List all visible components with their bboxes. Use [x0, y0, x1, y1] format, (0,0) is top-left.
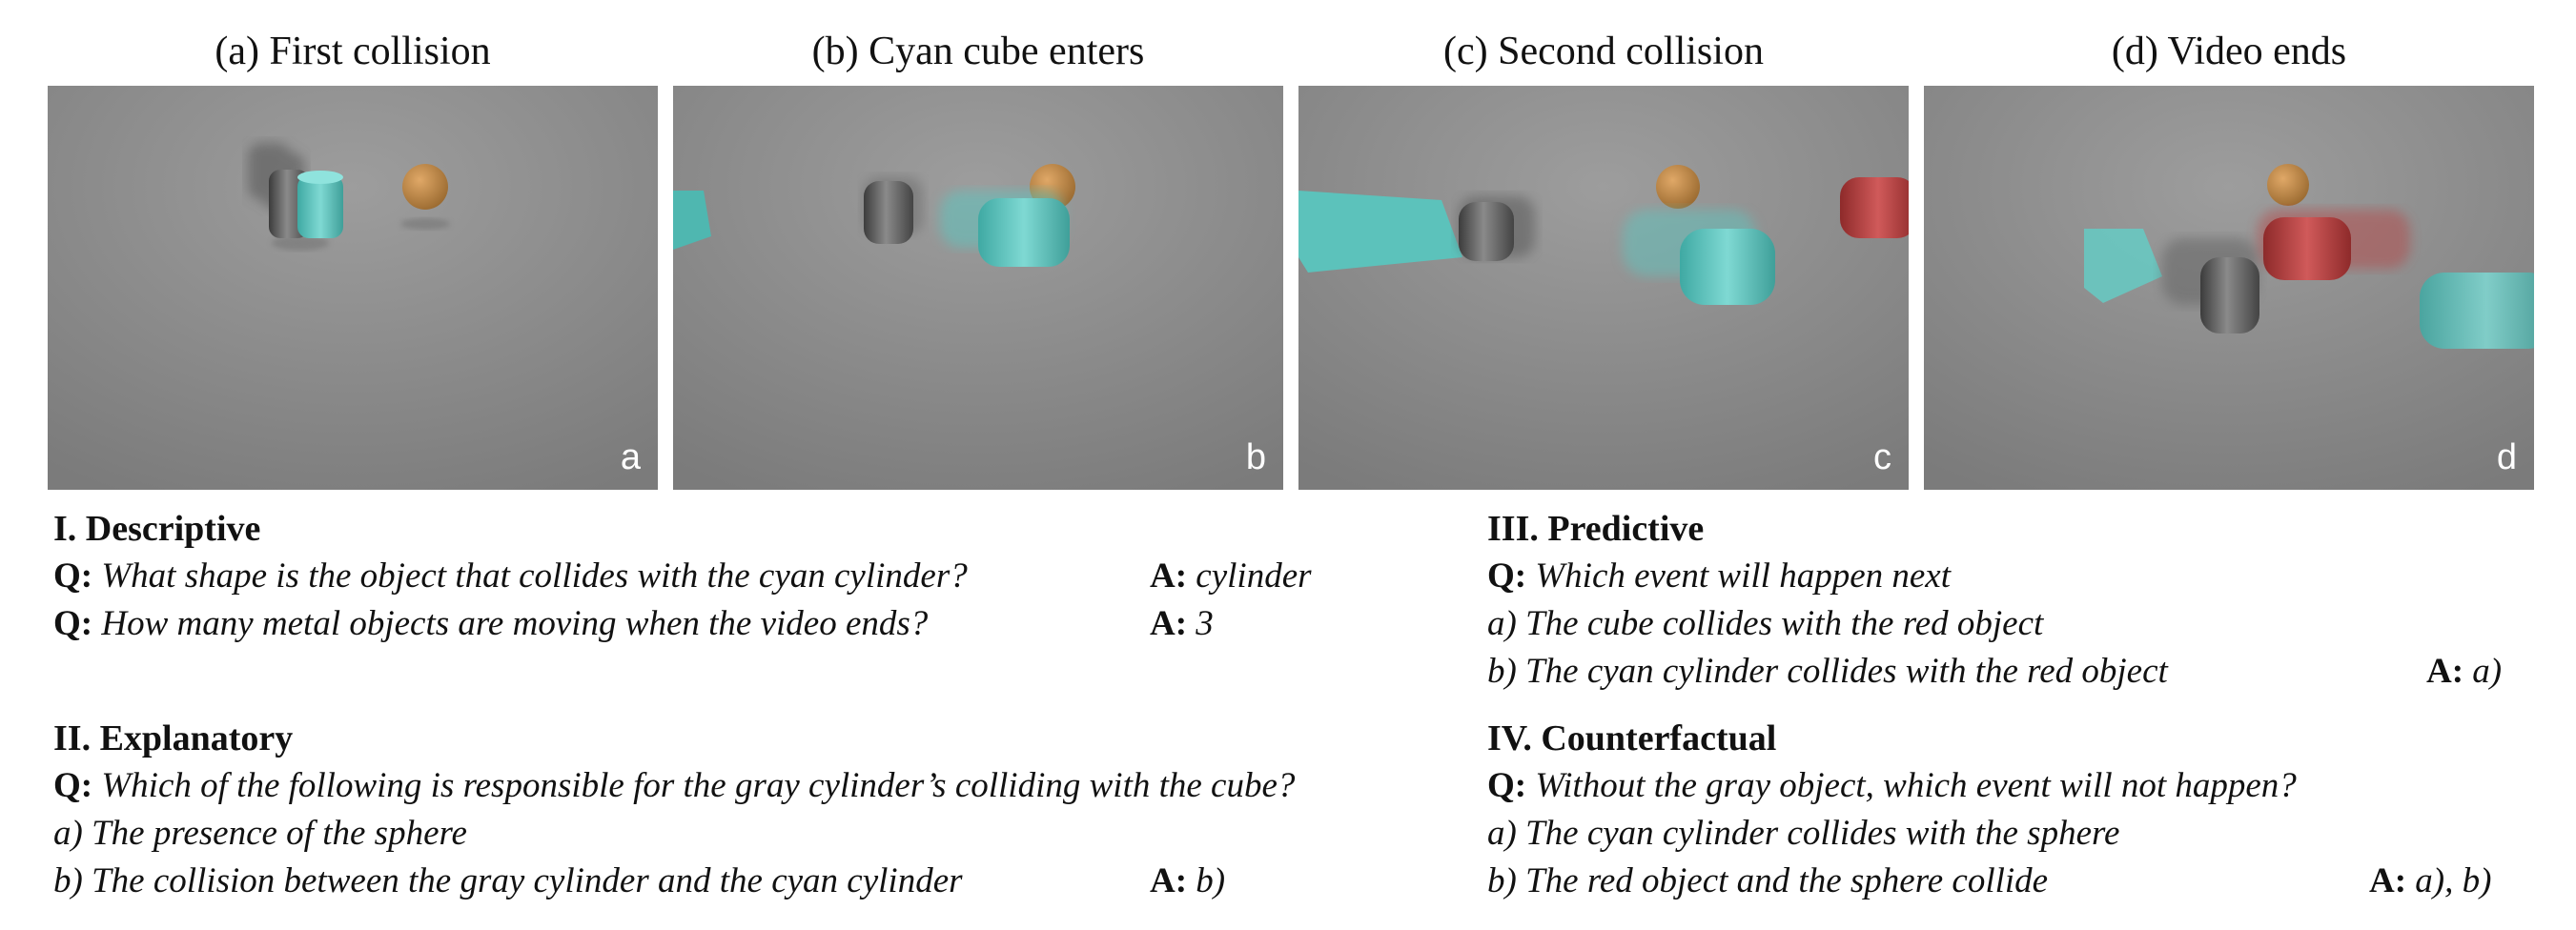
counterfactual-option-b-row: b) The red object and the sphere collide…: [1487, 858, 2536, 905]
answer-text: b): [1196, 861, 1226, 900]
panel-c-caption: (c) Second collision: [1443, 30, 1764, 73]
scene-b-image: [673, 86, 1283, 490]
scene-a-image: [48, 86, 658, 490]
answer-text: a), b): [2415, 861, 2492, 900]
cyan-cube: [1298, 191, 1462, 273]
red-object: [2263, 217, 2351, 280]
predictive-option-a: a) The cube collides with the red object: [1487, 604, 2044, 643]
video-frame-c: c: [1298, 86, 1909, 490]
panel-d-caption: (d) Video ends: [2111, 30, 2347, 73]
counterfactual-question: Q: Without the gray object, which event …: [1487, 762, 2536, 810]
answer-text: a): [2472, 652, 2503, 691]
answer: A: a): [2426, 652, 2503, 691]
cyan-cylinder: [1680, 229, 1775, 305]
gray-cylinder: [864, 181, 913, 244]
question-text: Which of the following is responsible fo…: [101, 766, 1296, 805]
cyan-cube-partial: [673, 191, 711, 250]
descriptive-section: I. Descriptive Q: What shape is the obje…: [53, 505, 1312, 648]
explanatory-option-b: b) The collision between the gray cylind…: [53, 861, 963, 900]
answer: A: b): [1150, 861, 1226, 900]
predictive-section: III. Predictive Q: Which event will happ…: [1487, 505, 2536, 696]
counterfactual-section: IV. Counterfactual Q: Without the gray o…: [1487, 715, 2536, 905]
red-object: [1840, 177, 1909, 238]
video-frame-d: d: [1924, 86, 2534, 490]
predictive-heading: III. Predictive: [1487, 509, 1705, 549]
explanatory-option-a: a) The presence of the sphere: [53, 814, 467, 853]
scene-d-image: [1924, 86, 2534, 490]
question-text: What shape is the object that collides w…: [101, 556, 968, 596]
sphere: [1656, 165, 1700, 209]
predictive-question: Q: Which event will happen next: [1487, 553, 2536, 600]
gray-cylinder: [2200, 257, 2259, 334]
descriptive-question-2: Q: How many metal objects are moving whe…: [53, 600, 1293, 648]
q-label: Q:: [53, 556, 93, 596]
q-label: Q:: [1487, 766, 1527, 805]
panel-d-letter: d: [2496, 437, 2517, 477]
question-text: Without the gray object, which event wil…: [1535, 766, 2297, 805]
q-label: Q:: [53, 604, 93, 643]
explanatory-heading: II. Explanatory: [53, 718, 294, 758]
counterfactual-heading: IV. Counterfactual: [1487, 718, 1777, 758]
panel-a-letter: a: [620, 437, 641, 477]
panel-c-letter: c: [1873, 437, 1891, 477]
cyan-cylinder: [297, 175, 343, 238]
explanatory-option-b-row: b) The collision between the gray cylind…: [53, 858, 1483, 905]
gray-cylinder: [1459, 202, 1514, 261]
sphere: [402, 164, 448, 210]
answer: A: a), b): [2369, 861, 2492, 900]
scene-c-image: [1298, 86, 1909, 490]
panel-a-caption: (a) First collision: [215, 30, 491, 73]
panel-b-caption: (b) Cyan cube enters: [811, 30, 1145, 73]
cyan-cylinder: [2420, 273, 2534, 349]
panel-b-letter: b: [1245, 437, 1266, 477]
explanatory-question: Q: Which of the following is responsible…: [53, 762, 1483, 810]
answer: A: 3: [1150, 604, 1214, 643]
sphere: [2267, 164, 2309, 206]
question-text: Which event will happen next: [1535, 556, 1951, 596]
answer-text: cylinder: [1196, 556, 1312, 596]
descriptive-question-1: Q: What shape is the object that collide…: [53, 553, 1312, 600]
video-frame-b: b: [673, 86, 1283, 490]
cyan-cylinder: [978, 198, 1070, 267]
predictive-option-b-row: b) The cyan cylinder collides with the r…: [1487, 648, 2536, 696]
answer: A: cylinder: [1150, 556, 1312, 596]
descriptive-heading: I. Descriptive: [53, 509, 261, 549]
q-label: Q:: [53, 766, 93, 805]
explanatory-section: II. Explanatory Q: Which of the followin…: [53, 715, 1483, 905]
counterfactual-option-b: b) The red object and the sphere collide: [1487, 861, 2049, 900]
cyan-cube: [2084, 229, 2162, 303]
counterfactual-option-a: a) The cyan cylinder collides with the s…: [1487, 814, 2120, 853]
video-frame-a: a: [48, 86, 658, 490]
q-label: Q:: [1487, 556, 1527, 596]
answer-text: 3: [1196, 604, 1214, 643]
predictive-option-b: b) The cyan cylinder collides with the r…: [1487, 652, 2168, 691]
question-text: How many metal objects are moving when t…: [101, 604, 929, 643]
